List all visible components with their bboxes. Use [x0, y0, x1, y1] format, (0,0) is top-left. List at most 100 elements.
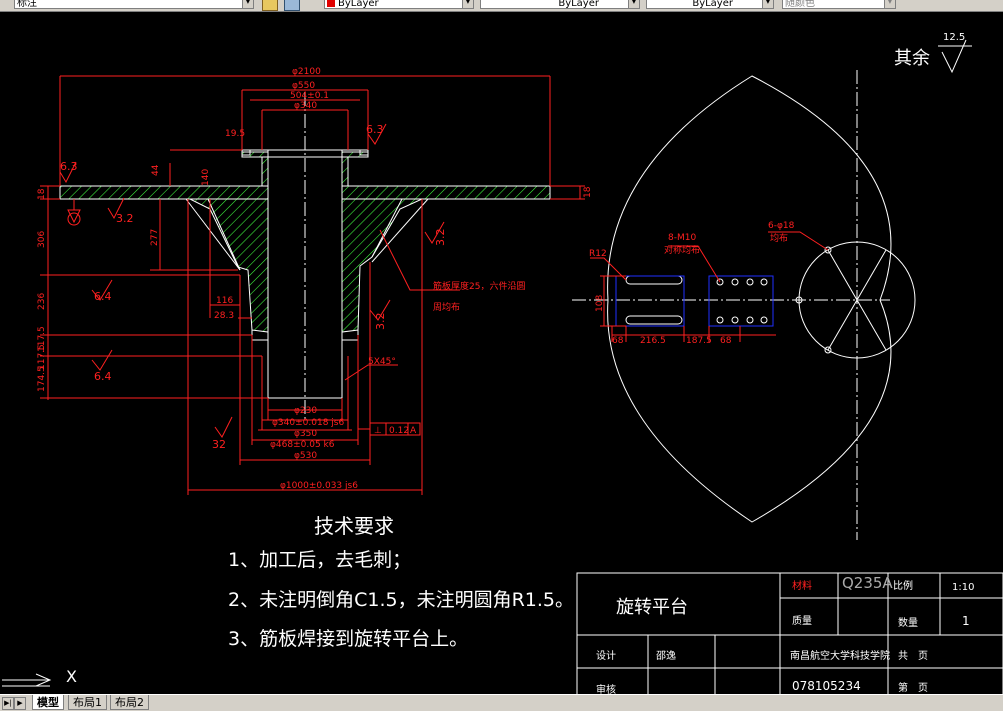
title-block-grid — [576, 572, 1003, 696]
sheets-total-label: 共 页 — [898, 651, 928, 662]
tech-requirements-title: 技术要求 — [314, 514, 394, 538]
chevron-down-icon: ▼ — [762, 0, 773, 8]
drawing-canvas[interactable]: φ2100 φ550 504±0.1 φ340 19.5 6.3 6.3 140… — [0, 11, 1003, 696]
drawing-number: 078105234 — [792, 679, 861, 693]
roughness-6-4-a: 6.4 — [94, 290, 112, 303]
dim-d117-5-a: 117.5 — [37, 326, 47, 352]
roughness-3-2-right: 3.2 — [434, 229, 447, 247]
tolerance-datum: A — [410, 426, 417, 436]
dim-d174-5: 174.5 — [37, 366, 47, 392]
tolerance-value: 0.12 — [389, 426, 409, 436]
ucs-x-label: X — [66, 667, 77, 686]
section-dimensions — [40, 75, 585, 495]
dim-d236: 236 — [37, 293, 47, 310]
dim-d18: 18 — [37, 188, 47, 200]
lineweight-combo[interactable]: ByLayer ▼ — [646, 0, 774, 9]
dim-d468-k6: φ468±0.05 k6 — [270, 440, 335, 450]
dim-d306: 306 — [37, 231, 47, 248]
designer-label: 设计 — [596, 651, 616, 662]
material-label: 材料 — [792, 581, 812, 592]
color-combo[interactable]: ByLayer ▼ — [324, 0, 474, 9]
roughness-other-value: 12.5 — [943, 32, 966, 43]
top-view — [572, 70, 916, 540]
plotstyle-combo[interactable]: 随颜色 ▼ — [782, 0, 896, 9]
dim-r12: R12 — [589, 249, 607, 259]
chevron-down-icon: ▼ — [884, 0, 895, 8]
dim-d18-right: 18 — [583, 186, 593, 198]
chamfer-label: 5X45° — [368, 357, 396, 367]
dimstyle-combo-value: 标注 — [17, 0, 37, 9]
linetype-combo-value: ByLayer — [558, 0, 599, 9]
tech-requirement-1: 1、加工后，去毛刺； — [228, 549, 412, 571]
roughness-6-3-left: 6.3 — [60, 160, 78, 173]
dim-d187-5: 187.5 — [686, 336, 712, 346]
tab-layout1[interactable]: 布局1 — [68, 695, 107, 710]
chevron-down-icon: ▼ — [242, 0, 253, 8]
tab-nav-first-icon[interactable]: ▶| — [2, 697, 14, 710]
lineweight-combo-value: ByLayer — [692, 0, 733, 9]
properties-toolbar: 标注 ▼ ByLayer ▼ ByLayer ▼ ByLayer ▼ 随颜色 ▼ — [0, 0, 1003, 12]
section-view — [59, 92, 551, 420]
plotstyle-combo-value: 随颜色 — [785, 0, 815, 9]
dim-d28-3: 28.3 — [214, 311, 234, 321]
layout-tabs: ▶| ▶ 模型 布局1 布局2 — [0, 694, 1003, 711]
dim-d340-js6: φ340±0.018 js6 — [272, 418, 344, 428]
sheet-number-label: 第 页 — [898, 683, 928, 694]
roughness-other-label: 其余 — [894, 48, 930, 69]
dim-d117-5-b: 117.5 — [37, 344, 47, 370]
chevron-down-icon: ▼ — [462, 0, 473, 8]
dim-d340-top: φ340 — [294, 101, 317, 111]
qty-label: 数量 — [898, 618, 918, 629]
dim-d44: 44 — [151, 164, 161, 176]
tech-requirement-3: 3、筋板焊接到旋转平台上。 — [228, 628, 469, 650]
dim-d68-a: 68 — [612, 336, 624, 346]
dim-d19-5: 19.5 — [225, 129, 245, 139]
note-6-d18-even: 均布 — [770, 232, 788, 244]
rib-note-line1: 筋板厚度25，六件沿圆 — [433, 280, 525, 292]
color-swatch — [327, 0, 335, 7]
tech-requirement-2: 2、未注明倒角C1.5，未注明圆角R1.5。 — [228, 589, 574, 611]
checker-label: 审核 — [596, 685, 616, 696]
roughness-other-symbol — [938, 39, 972, 74]
designer-name: 邵逸 — [656, 651, 676, 662]
tab-nav-prev-icon[interactable]: ▶ — [14, 697, 26, 710]
roughness-3-2-a: 3.2 — [116, 212, 134, 225]
dim-d504: 504±0.1 — [290, 91, 329, 101]
top-view-outline — [607, 75, 892, 523]
dim-d108: 108 — [595, 295, 605, 312]
color-combo-value: ByLayer — [338, 0, 379, 9]
part-name: 旋转平台 — [616, 597, 688, 618]
dim-d216-5: 216.5 — [640, 336, 666, 346]
ucs-icon — [2, 673, 52, 687]
rib-right — [371, 198, 403, 258]
dimstyle-combo[interactable]: 标注 ▼ — [14, 0, 254, 9]
scale-label: 比例 — [893, 581, 913, 592]
dim-d2100: φ2100 — [292, 67, 321, 77]
roughness-32: 32 — [212, 438, 226, 451]
drawing-svg: φ2100 φ550 504±0.1 φ340 19.5 6.3 6.3 140… — [2, 39, 1003, 696]
dim-d1000: φ1000±0.033 js6 — [280, 481, 358, 491]
dim-d68-b: 68 — [720, 336, 732, 346]
linetype-combo[interactable]: ByLayer ▼ — [480, 0, 640, 9]
dim-d350: φ350 — [294, 429, 317, 439]
tab-layout2[interactable]: 布局2 — [110, 695, 149, 710]
tolerance-perp-symbol: ⊥ — [374, 426, 382, 436]
note-8-m10: 8-M10 — [668, 233, 696, 243]
scale-value: 1:10 — [952, 582, 975, 593]
roughness-6-4-b: 6.4 — [94, 370, 112, 383]
rib-note-line2: 周均布 — [433, 301, 460, 313]
layer-states-icon[interactable] — [262, 0, 278, 11]
top-view-dimensions — [590, 231, 829, 342]
dim-d277: 277 — [150, 229, 160, 246]
dim-d116: 116 — [216, 296, 233, 306]
roughness-3-2-mid: 3.2 — [374, 313, 387, 331]
dim-d530: φ530 — [294, 451, 317, 461]
layer-previous-icon[interactable] — [284, 0, 300, 11]
material-value: Q235A — [842, 574, 893, 592]
tab-model[interactable]: 模型 — [32, 695, 64, 710]
roughness-6-3-top: 6.3 — [366, 123, 384, 136]
note-6-d18: 6-φ18 — [768, 221, 795, 231]
school-name: 南昌航空大学科技学院 — [790, 651, 890, 662]
note-8-m10-symmetric: 对称均布 — [664, 244, 700, 256]
dim-d230: φ230 — [294, 406, 317, 416]
